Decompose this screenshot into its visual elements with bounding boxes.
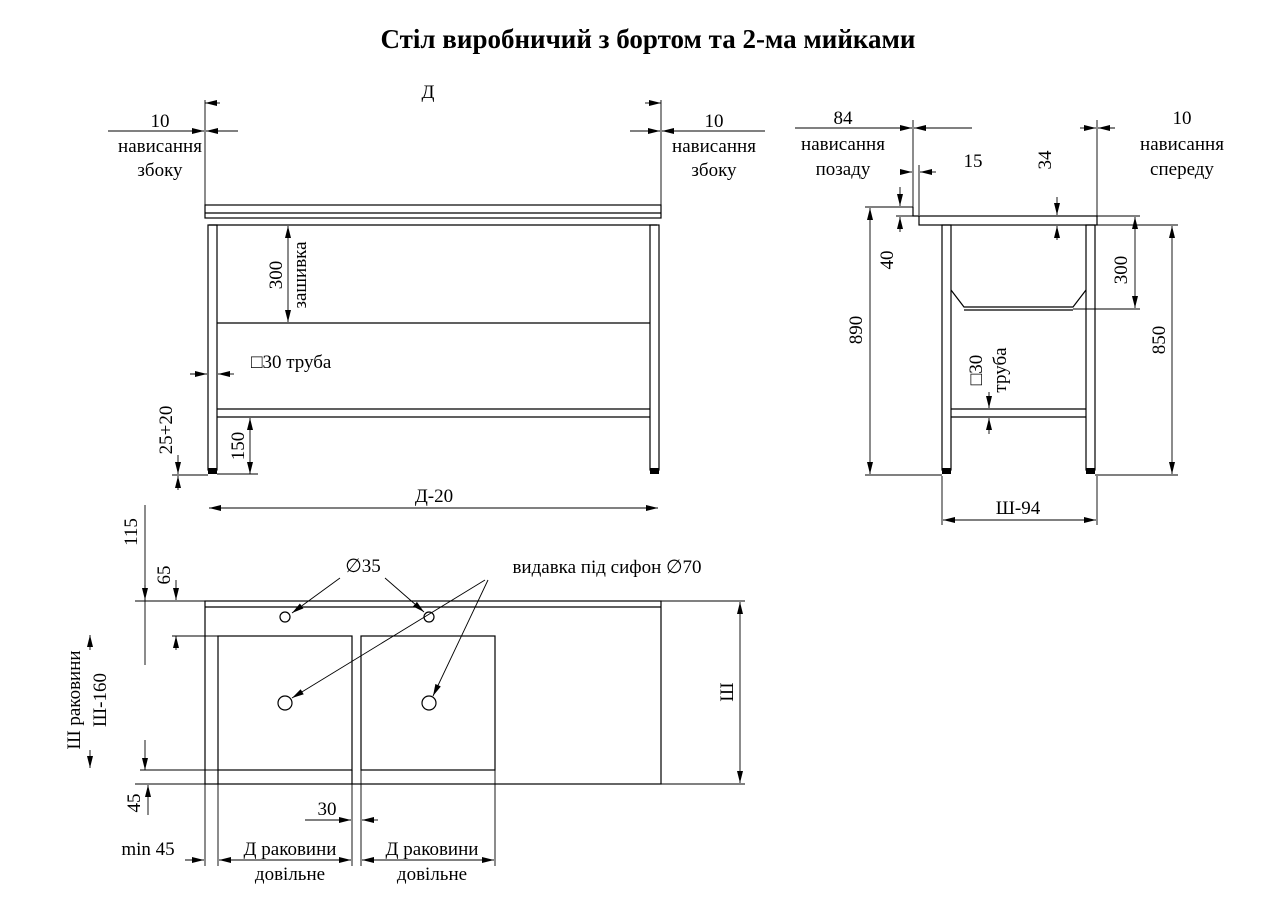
sink-left	[217, 635, 353, 771]
gap-30: 30	[318, 799, 337, 820]
front-foot-adjust: 25+20	[156, 406, 177, 455]
front-overhang-right-line2: збоку	[691, 160, 737, 181]
side-total-height: 890	[846, 316, 867, 345]
min-45: min 45	[121, 839, 174, 860]
drain-left	[277, 695, 293, 711]
side-view: 84 нависання позаду 15 34 10 нависання с…	[795, 108, 1224, 525]
side-overhang-back-value: 84	[834, 108, 854, 129]
side-front-foot	[1086, 468, 1095, 474]
sink-width-line2: Ш-160	[90, 673, 111, 727]
front-panel-height: 300	[266, 261, 287, 290]
front-right-leg	[649, 224, 660, 471]
side-back-leg	[941, 224, 952, 471]
side-overhang-front-value: 10	[1173, 108, 1192, 129]
front-overhang-right-line1: нависання	[672, 136, 756, 157]
front-view: Д 10 нависання збоку 10 нависання збоку …	[108, 82, 765, 511]
front-overhang-right-value: 10	[705, 111, 724, 132]
side-lip-width: 15	[964, 151, 983, 172]
sink1-length-line1: Д раковини	[244, 839, 337, 860]
front-overhang-left-line2: збоку	[137, 160, 183, 181]
drain-right	[421, 695, 437, 711]
dim-115: 115	[121, 518, 142, 546]
sink1-length-line2: довільне	[255, 864, 325, 885]
side-tube-size: □30	[966, 355, 987, 385]
side-overhang-back-line2: позаду	[816, 159, 871, 180]
front-length-label: Д	[422, 82, 435, 103]
side-front-leg	[1085, 224, 1096, 471]
side-tabletop	[918, 215, 1098, 226]
front-tube-label: □30 труба	[251, 352, 332, 373]
dim-45: 45	[124, 794, 145, 813]
tap-hole-left	[279, 611, 291, 623]
side-backsplash-height: 40	[877, 251, 898, 270]
front-overhang-left-line1: нависання	[118, 136, 202, 157]
side-leg-span: Ш-94	[996, 498, 1041, 519]
tap-hole-label: ∅35	[345, 556, 381, 577]
sink2-length-line2: довільне	[397, 864, 467, 885]
side-tube-label: труба	[990, 347, 1011, 393]
dim-65: 65	[154, 566, 175, 585]
front-left-leg	[207, 224, 218, 471]
sink-right	[360, 635, 496, 771]
front-left-foot	[208, 468, 217, 474]
side-leg-height: 850	[1149, 326, 1170, 355]
front-right-foot	[650, 468, 659, 474]
side-sink-bowl	[950, 289, 1087, 308]
width-label: Ш	[717, 682, 738, 701]
side-top-thickness: 34	[1035, 150, 1056, 170]
side-sink-depth: 300	[1111, 256, 1132, 285]
side-backsplash	[912, 207, 919, 217]
side-back-foot	[942, 468, 951, 474]
top-tabletop-outline	[204, 600, 662, 785]
top-view: ∅35 видавка під сифон ∅70 115 65 Ш раков…	[64, 505, 745, 885]
side-overhang-front-line1: нависання	[1140, 134, 1224, 155]
side-overhang-front-line2: спереду	[1150, 159, 1214, 180]
side-overhang-back-line1: нависання	[801, 134, 885, 155]
front-shelf-height: 150	[228, 432, 249, 461]
front-panel-label: зашивка	[290, 241, 311, 309]
drain-label: видавка під сифон ∅70	[512, 557, 701, 578]
sink-width-line1: Ш раковини	[64, 650, 85, 749]
tap-hole-right	[423, 611, 435, 623]
front-leg-span: Д-20	[415, 486, 453, 507]
drawing-title: Стіл виробничий з бортом та 2-ма мийками	[381, 24, 916, 54]
front-overhang-left-value: 10	[151, 111, 170, 132]
front-tabletop	[204, 204, 662, 219]
sink2-length-line1: Д раковини	[386, 839, 479, 860]
